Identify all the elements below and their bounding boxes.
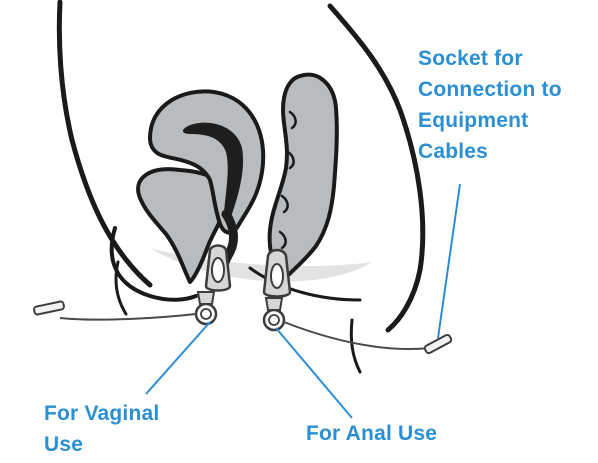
socket-leader-line	[438, 184, 460, 338]
socket-label: Socket for Connection to Equipment Cable…	[418, 43, 562, 167]
vaginal-label-line-1: For Vaginal	[44, 398, 159, 429]
anal-label-line-1: For Anal Use	[306, 418, 437, 449]
vaginal-leader-line	[146, 322, 210, 394]
lower-buttock-outline	[116, 262, 126, 314]
anal-probe-icon	[264, 250, 290, 330]
anal-use-label: For Anal Use	[306, 418, 437, 449]
socket-label-line-4: Cables	[418, 136, 562, 167]
abdomen-outline	[330, 6, 423, 330]
thigh-outline-lower	[351, 320, 360, 372]
vaginal-label-line-2: Use	[44, 429, 159, 460]
anal-probe-cable	[284, 322, 430, 349]
back-outline	[59, 2, 150, 285]
vaginal-use-label: For Vaginal Use	[44, 398, 159, 460]
anal-leader-line	[276, 328, 352, 418]
socket-label-line-3: Equipment	[418, 105, 562, 136]
vaginal-probe-cable	[60, 314, 196, 320]
socket-label-line-2: Connection to	[418, 74, 562, 105]
socket-connector-icon	[33, 301, 64, 315]
socket-label-line-1: Socket for	[418, 43, 562, 74]
